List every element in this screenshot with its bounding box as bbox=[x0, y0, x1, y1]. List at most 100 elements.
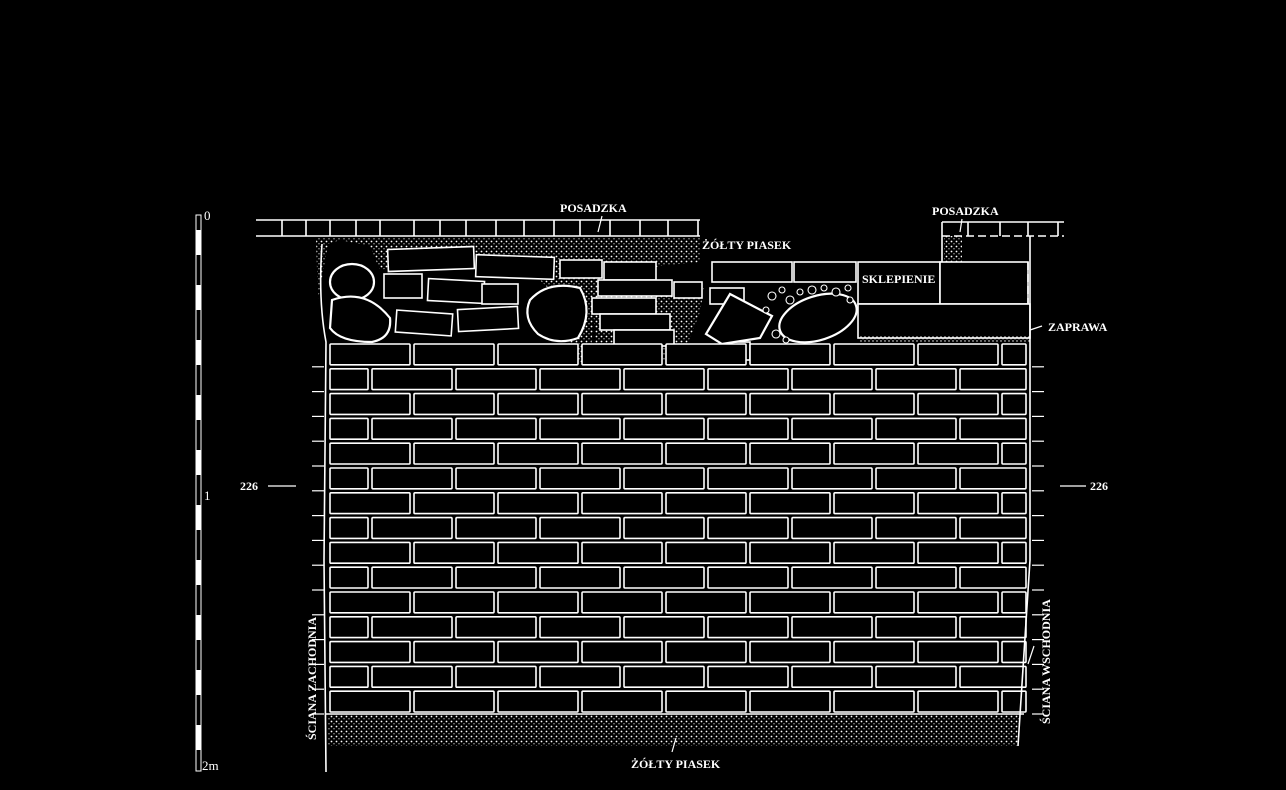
wall-brick bbox=[623, 615, 705, 639]
wall-brick bbox=[665, 442, 747, 465]
wall-brick bbox=[707, 516, 789, 540]
wall-brick bbox=[875, 665, 957, 689]
wall-brick bbox=[539, 467, 621, 490]
wall-brick bbox=[665, 591, 747, 614]
wall-brick bbox=[959, 367, 1027, 391]
wall-brick bbox=[329, 343, 411, 366]
wall-brick bbox=[917, 343, 999, 366]
wall-brick bbox=[329, 541, 411, 565]
wall-brick bbox=[413, 591, 495, 614]
wall-brick bbox=[1001, 392, 1027, 416]
wall-brick bbox=[581, 343, 663, 366]
wall-brick bbox=[833, 690, 915, 713]
wall-brick bbox=[455, 516, 537, 540]
wall-brick bbox=[917, 690, 999, 713]
wall-brick bbox=[497, 392, 579, 416]
wall-brick bbox=[749, 690, 831, 713]
wall-brick bbox=[455, 665, 537, 689]
wall-brick bbox=[917, 640, 999, 664]
wall-brick bbox=[581, 442, 663, 465]
level-label-right: 226 bbox=[1090, 479, 1108, 493]
wall-brick bbox=[707, 615, 789, 639]
wall-brick bbox=[833, 392, 915, 416]
label-mortar: ZAPRAWA bbox=[1048, 320, 1108, 334]
wall-brick bbox=[371, 467, 453, 490]
wall-brick bbox=[497, 343, 579, 366]
wall-brick bbox=[539, 367, 621, 391]
wall-brick bbox=[455, 615, 537, 639]
brick-wall bbox=[312, 343, 1044, 715]
wall-brick bbox=[371, 367, 453, 391]
wall-brick bbox=[833, 442, 915, 465]
wall-brick bbox=[413, 640, 495, 664]
wall-brick bbox=[371, 615, 453, 639]
wall-brick bbox=[917, 591, 999, 614]
label-sand-bottom: ŻÓŁTY PIASEK bbox=[631, 757, 721, 771]
wall-brick bbox=[749, 343, 831, 366]
level-label-left: 226 bbox=[240, 479, 258, 493]
wall-edges bbox=[319, 236, 1031, 773]
wall-brick bbox=[539, 615, 621, 639]
wall-brick bbox=[665, 343, 747, 366]
wall-brick bbox=[833, 640, 915, 664]
wall-brick bbox=[329, 665, 369, 689]
wall-brick bbox=[1001, 541, 1027, 565]
wall-brick bbox=[329, 417, 369, 440]
wall-brick bbox=[329, 690, 411, 713]
wall-brick bbox=[413, 491, 495, 515]
wall-brick bbox=[665, 392, 747, 416]
wall-brick bbox=[749, 392, 831, 416]
wall-brick bbox=[1001, 343, 1027, 366]
wall-brick bbox=[833, 491, 915, 515]
wall-brick bbox=[959, 566, 1027, 589]
wall-brick bbox=[791, 615, 873, 639]
wall-brick bbox=[665, 541, 747, 565]
wall-brick bbox=[749, 442, 831, 465]
wall-brick bbox=[455, 467, 537, 490]
wall-brick bbox=[329, 367, 369, 391]
wall-brick bbox=[707, 417, 789, 440]
wall-brick bbox=[455, 417, 537, 440]
wall-brick bbox=[833, 541, 915, 565]
wall-brick bbox=[833, 591, 915, 614]
wall-brick bbox=[791, 367, 873, 391]
label-floor-left: POSADZKA bbox=[560, 201, 627, 215]
wall-brick bbox=[959, 516, 1027, 540]
wall-brick bbox=[875, 516, 957, 540]
wall-brick bbox=[581, 690, 663, 713]
wall-brick bbox=[329, 442, 411, 465]
wall-brick bbox=[665, 690, 747, 713]
wall-brick bbox=[875, 467, 957, 490]
wall-brick bbox=[539, 566, 621, 589]
wall-brick bbox=[371, 417, 453, 440]
wall-brick bbox=[1001, 690, 1027, 713]
wall-brick bbox=[791, 665, 873, 689]
label-wall-east: ŚCIANA WSCHODNIA bbox=[1039, 599, 1053, 724]
wall-brick bbox=[875, 615, 957, 639]
wall-brick bbox=[707, 367, 789, 391]
wall-brick bbox=[1001, 591, 1027, 614]
wall-brick bbox=[623, 665, 705, 689]
wall-brick bbox=[917, 392, 999, 416]
floor-tiles-left bbox=[256, 219, 700, 237]
wall-brick bbox=[749, 541, 831, 565]
wall-brick bbox=[497, 690, 579, 713]
label-wall-west: ŚCIANA ZACHODNIA bbox=[305, 617, 319, 740]
wall-brick bbox=[623, 417, 705, 440]
wall-brick bbox=[1001, 640, 1027, 664]
wall-brick bbox=[371, 665, 453, 689]
wall-brick bbox=[917, 541, 999, 565]
wall-brick bbox=[791, 516, 873, 540]
wall-brick bbox=[329, 516, 369, 540]
sand-layer-bottom bbox=[328, 714, 1020, 746]
wall-brick bbox=[581, 541, 663, 565]
label-sand-top: ŻÓŁTY PIASEK bbox=[702, 238, 792, 252]
wall-brick bbox=[371, 516, 453, 540]
wall-brick bbox=[875, 417, 957, 440]
wall-brick bbox=[413, 690, 495, 713]
scale-bar bbox=[195, 214, 202, 772]
wall-brick bbox=[1001, 442, 1027, 465]
wall-brick bbox=[329, 566, 369, 589]
wall-brick bbox=[329, 591, 411, 614]
